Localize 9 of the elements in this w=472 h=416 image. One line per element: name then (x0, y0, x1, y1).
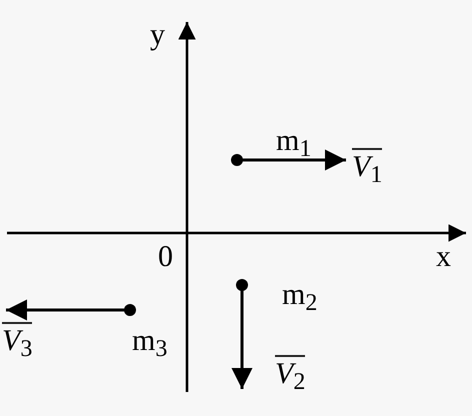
mass-label: m$_{3}$ (132, 326, 168, 361)
velocity-label: V$_{3}$ (2, 322, 32, 361)
axis-label: x (436, 242, 451, 272)
velocity-label: V$_{2}$ (275, 355, 306, 394)
axis-label: y (150, 20, 165, 50)
origin-label: 0 (158, 242, 173, 272)
mass-label: m$_{2}$ (282, 280, 318, 315)
velocity-label: V$_{1}$ (352, 148, 382, 187)
mass-label: m$_{1}$ (276, 126, 312, 161)
